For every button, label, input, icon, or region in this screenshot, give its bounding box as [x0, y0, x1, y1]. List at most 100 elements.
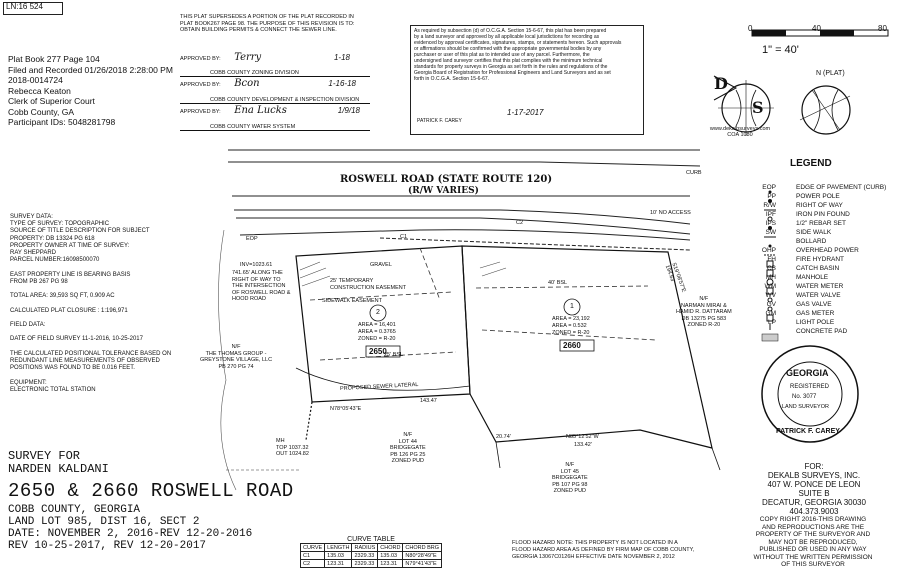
legend-description: CATCH BASIN [796, 265, 840, 272]
north-label: N (PLAT) [816, 70, 845, 77]
survey-data-line: PROPERTY: DB 13324 PG 618 [10, 235, 95, 242]
legend-symbol-code: LP [768, 319, 776, 326]
bearing-1: N78°05'43"E [330, 406, 362, 412]
curve-table-cell: C2 [299, 559, 326, 568]
curve-table-cell: 135.03 [377, 551, 404, 560]
c2-label: C2 [516, 220, 524, 226]
survey-data-line [10, 300, 171, 307]
c1-label: C1 [400, 234, 408, 240]
lot-1-address: 2660 [563, 341, 581, 350]
survey-data-line: TYPE OF SURVEY: TOPOGRAPHIC [10, 221, 110, 228]
gravel-label: GRAVEL [370, 262, 392, 268]
legend-description: POWER POLE [796, 193, 840, 200]
lot-2-number: 2 [376, 309, 380, 316]
legend-description: OVERHEAD POWER [796, 247, 859, 254]
survey-data-line [10, 315, 171, 322]
curve-table-cell: 135.03 [324, 551, 353, 560]
legend-description: FIRE HYDRANT [796, 256, 845, 263]
legend-symbol-code: R/W [763, 202, 776, 209]
legend-symbol-code: IPF [765, 211, 776, 218]
seal-top: GEORGIA [786, 368, 829, 378]
dekalb-logo [713, 75, 738, 101]
title-address: 2650 & 2660 ROSWELL ROAD [8, 480, 294, 502]
surveyor-signature-name: PATRICK F. CAREY [417, 118, 462, 124]
survey-data-line [10, 264, 171, 271]
lot-1-circle [563, 298, 581, 316]
sewer-lateral-line [295, 367, 471, 391]
surveyor-signature-date: 1-17-2017 [507, 108, 544, 117]
narman-label: N/F NARMAN MIRAI & HAMID R. DATTARAM DB … [676, 296, 732, 328]
north-arrow-icon [718, 80, 851, 136]
eop-label: EOP [246, 236, 258, 242]
survey-data-line: EQUIPMENT: [10, 379, 47, 386]
curve-table-header: RADIUS [351, 543, 379, 552]
legend-description: CONCRETE PAD [796, 328, 848, 335]
lot-2-address: 2650 [369, 347, 387, 356]
setback-lines [309, 247, 657, 361]
survey-data-line: CALCULATED PLAT CLOSURE : 1:196,971 [10, 307, 128, 314]
lot-1-info: AREA = 23,192 AREA = 0.532 ZONED = R-20 [552, 316, 590, 336]
bearing-2: N85°12'52"W [566, 434, 599, 440]
legend-description: BOLLARD [796, 238, 827, 245]
curb-label: CURB [686, 170, 702, 176]
legend-symbol-code: MH [765, 274, 776, 281]
legend-description: GAS VALVE [796, 301, 832, 308]
legend-symbol-code: FH [767, 256, 776, 263]
easement-hatch [299, 261, 507, 287]
legend-symbol-code: CB [766, 265, 776, 272]
supersede-note: THIS PLAT SUPERSEDES A PORTION OF THE PL… [180, 14, 355, 33]
survey-data-line [10, 329, 171, 336]
inv-label: INV=1023.61 [240, 262, 273, 268]
curve-table-header: CHORD [377, 543, 404, 552]
survey-data-line: REDUNDANT LINE MEASUREMENTS OF OBSERVED [10, 357, 160, 364]
distance-2: 133.42' [574, 442, 592, 448]
logo-caption: www.dekalbsurveys.com COA 1080 [709, 126, 771, 138]
curve-table-header: LENGTH [324, 543, 353, 552]
curve-table-cell: 2329.33 [351, 551, 379, 560]
bsl-25-label: 25' BSL [384, 352, 404, 358]
legend-description: WATER METER [796, 283, 844, 290]
legend-symbol-code: GM [765, 310, 776, 317]
left-distance-note: 741.65' ALONG THE RIGHT OF WAY TO THE IN… [232, 270, 291, 302]
survey-data-line: POSITIONS WAS FOUND TO BE 0.016 FEET. [10, 365, 135, 372]
recording-stamp: Plat Book 277 Page 104 Filed and Recorde… [8, 54, 173, 127]
distance-1: 143.47 [420, 398, 437, 404]
copyright-block: COPY RIGHT 2016-THIS DRAWING AND REPRODU… [753, 516, 873, 568]
survey-data-line: EAST PROPERTY LINE IS BEARING BASIS [10, 271, 131, 278]
survey-data-line: RAY SHEPPARD [10, 250, 57, 257]
seal-name: PATRICK F. CAREY [776, 428, 840, 435]
survey-data-line: TOTAL AREA: 39,593 SQ FT, 0.909 AC [10, 293, 115, 300]
legend-symbol-code: WV [765, 292, 776, 299]
distance-3: 20.74' [496, 434, 511, 440]
legend-description: 1/2" REBAR SET [796, 220, 846, 227]
approvals-block: APPROVED BY: Terry 1-18 COBB COUNTY ZONI… [180, 53, 370, 131]
survey-data-line: PARCEL NUMBER:16098500070 [10, 257, 100, 264]
lot-45-label: N/F LOT 45 BRIDGEGATE PB 107 PG 98 ZONED… [552, 462, 588, 494]
survey-data-line: PROPERTY OWNER AT TIME OF SURVEY: [10, 242, 130, 249]
survey-data-line: ELECTRONIC TOTAL STATION [10, 386, 96, 393]
curve-table-header: CURVE [299, 543, 326, 552]
legend-item: CONCRETE PAD [748, 327, 886, 336]
seal-number: No. 3077 [792, 394, 817, 400]
firm-block: FOR: DEKALB SURVEYS, INC. 407 W. PONCE D… [762, 462, 866, 516]
survey-data-line [10, 344, 171, 351]
thomas-group-label: N/F THE THOMAS GROUP - GREYSTONE VILLAGE… [200, 344, 273, 370]
legend-item: BOLLARD [748, 237, 886, 246]
legend-symbol-code: WM [764, 283, 776, 290]
lot-44-label: N/F LOT 44 BRIDGEGATE PB 126 PG 25 ZONED… [390, 432, 426, 464]
survey-data-line: FIELD DATA: [10, 321, 46, 328]
legend-symbols [761, 190, 779, 342]
document-id-tag: LN:16 524 [3, 2, 63, 15]
